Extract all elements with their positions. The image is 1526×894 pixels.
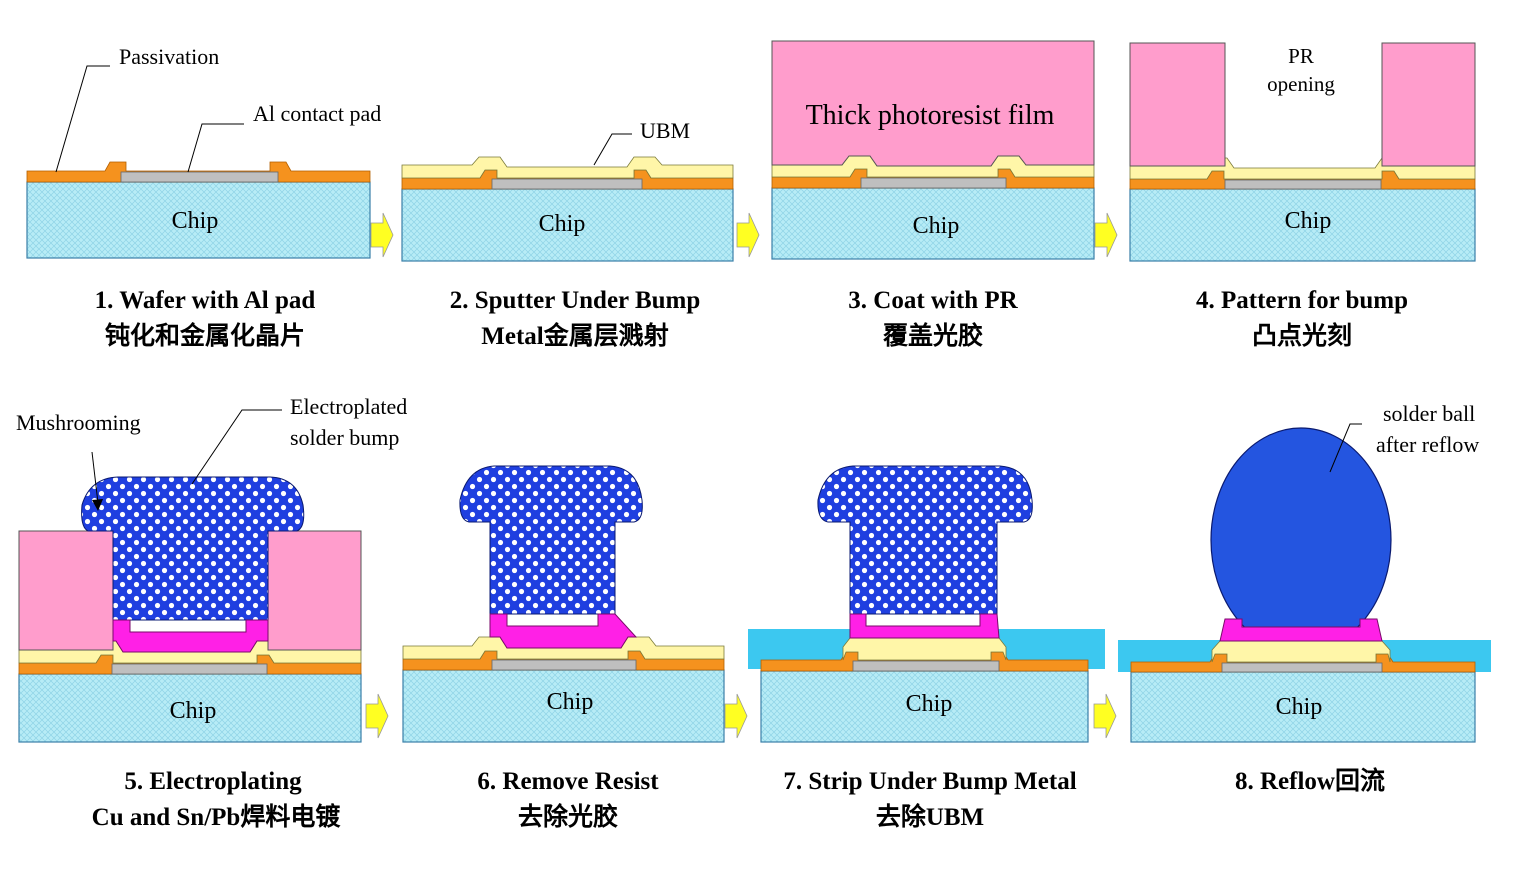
chip-label: Chip [547, 689, 594, 715]
ubm-remaining [1211, 640, 1391, 663]
chip-label: Chip [172, 208, 219, 234]
step-3-caption: 3. Coat with PR [848, 287, 1018, 314]
arrow-2-to-3 [736, 212, 760, 258]
chip-label: Chip [1276, 694, 1323, 720]
al-contact-pad [1224, 179, 1382, 190]
solder-ball [1210, 427, 1392, 653]
step-5-caption: 5. Electroplating [124, 768, 302, 795]
step-2-caption: 2. Sputter Under Bump [450, 287, 701, 314]
electroplated-solder-bump [817, 465, 1033, 615]
solder-ball-callout: after reflow [1376, 432, 1479, 457]
al-pad-leader [187, 123, 244, 173]
ubm-callout: UBM [640, 118, 690, 143]
step-7-panel: Chip 7. Strip Under Bump Metal 去除UBM [748, 465, 1105, 831]
pr-opening-label: PR [1288, 44, 1314, 68]
al-contact-pad [111, 663, 268, 675]
step-8-panel: Chip solder ball after reflow 8. Reflow回… [1118, 401, 1491, 795]
step-8-caption: 8. Reflow回流 [1235, 767, 1385, 795]
chip-label: Chip [913, 213, 960, 239]
step-4-caption: 4. Pattern for bump [1196, 287, 1408, 314]
ubm-leader [593, 133, 632, 166]
mushrooming-arrowhead [92, 499, 103, 511]
chip-substrate [760, 670, 1089, 743]
chip-label: Chip [1285, 208, 1332, 234]
pr-opening-label: opening [1267, 72, 1335, 96]
bump-callout: Electroplated [290, 394, 407, 419]
chip-substrate [1130, 671, 1476, 743]
ubm-layer [401, 156, 734, 179]
photoresist-left [18, 530, 114, 651]
step-2-panel: Chip UBM 2. Sputter Under Bump Metal金属层溅… [401, 118, 734, 350]
step-6-caption: 6. Remove Resist [477, 768, 659, 795]
electroplated-solder-bump [81, 476, 305, 621]
chip-substrate [26, 181, 371, 259]
step-7-caption: 7. Strip Under Bump Metal [783, 768, 1076, 795]
step-3-panel: Thick photoresist film Chip 3. Coat with… [771, 40, 1095, 350]
copper-layer [1219, 618, 1383, 642]
step-7-caption-cn: 去除UBM [876, 802, 984, 831]
photoresist-left [1129, 42, 1226, 167]
bump-leader [191, 409, 282, 485]
copper-layer [489, 613, 638, 649]
arrow-5-to-6 [365, 693, 389, 739]
arrow-6-to-7 [724, 693, 748, 739]
chip-substrate [1129, 188, 1476, 262]
copper-layer [112, 619, 269, 653]
arrow-1-to-2 [370, 212, 394, 258]
passivation-callout: Passivation [119, 44, 219, 69]
step-1-caption: 1. Wafer with Al pad [95, 287, 316, 314]
step-4-caption-cn: 凸点光刻 [1252, 321, 1352, 350]
al-contact-pad [491, 659, 637, 671]
mushrooming-callout: Mushrooming [16, 410, 141, 435]
step-2-caption-cn: Metal金属层溅射 [481, 321, 668, 350]
ubm-remaining [842, 637, 1007, 661]
chip-substrate [401, 188, 734, 262]
al-contact-pad [860, 177, 1007, 189]
chip-label: Chip [170, 698, 217, 724]
chip-substrate [402, 669, 725, 743]
bump-callout: solder bump [290, 425, 399, 450]
step-4-panel: PR opening Chip 4. Pattern for bump 凸点光刻 [1129, 42, 1476, 350]
step-6-caption-cn: 去除光胶 [518, 802, 618, 831]
photoresist-film [771, 40, 1095, 167]
photoresist-right [267, 530, 362, 651]
photoresist-right [1381, 42, 1476, 167]
solder-ball-leader [1329, 423, 1362, 473]
passivation-leader [55, 65, 110, 173]
al-contact-pad [491, 178, 643, 190]
electroplated-solder-bump [459, 465, 643, 615]
copper-layer [849, 613, 1000, 639]
chip-label: Chip [906, 691, 953, 717]
step-5-caption-cn: Cu and Sn/Pb焊料电镀 [92, 802, 342, 831]
pr-film-label: Thick photoresist film [806, 100, 1055, 131]
step-3-caption-cn: 覆盖光胶 [882, 321, 983, 350]
al-contact-pad [1221, 662, 1383, 673]
mushrooming-leader [91, 451, 99, 504]
arrow-7-to-8 [1093, 693, 1117, 739]
chip-label: Chip [539, 211, 586, 237]
step-1-caption-cn: 钝化和金属化晶片 [105, 321, 305, 350]
step-1-panel: Chip Passivation Al contact pad 1. Wafer… [26, 44, 381, 350]
solder-ball-callout: solder ball [1383, 401, 1475, 426]
al-contact-pad [852, 660, 1000, 672]
al-pad-callout: Al contact pad [253, 101, 381, 126]
step-5-panel: Chip Mushrooming Electroplated solder bu… [16, 394, 407, 831]
arrow-3-to-4 [1094, 212, 1118, 258]
chip-substrate [18, 673, 362, 743]
al-contact-pad [120, 171, 279, 183]
step-6-panel: Chip 6. Remove Resist 去除光胶 [402, 465, 725, 831]
